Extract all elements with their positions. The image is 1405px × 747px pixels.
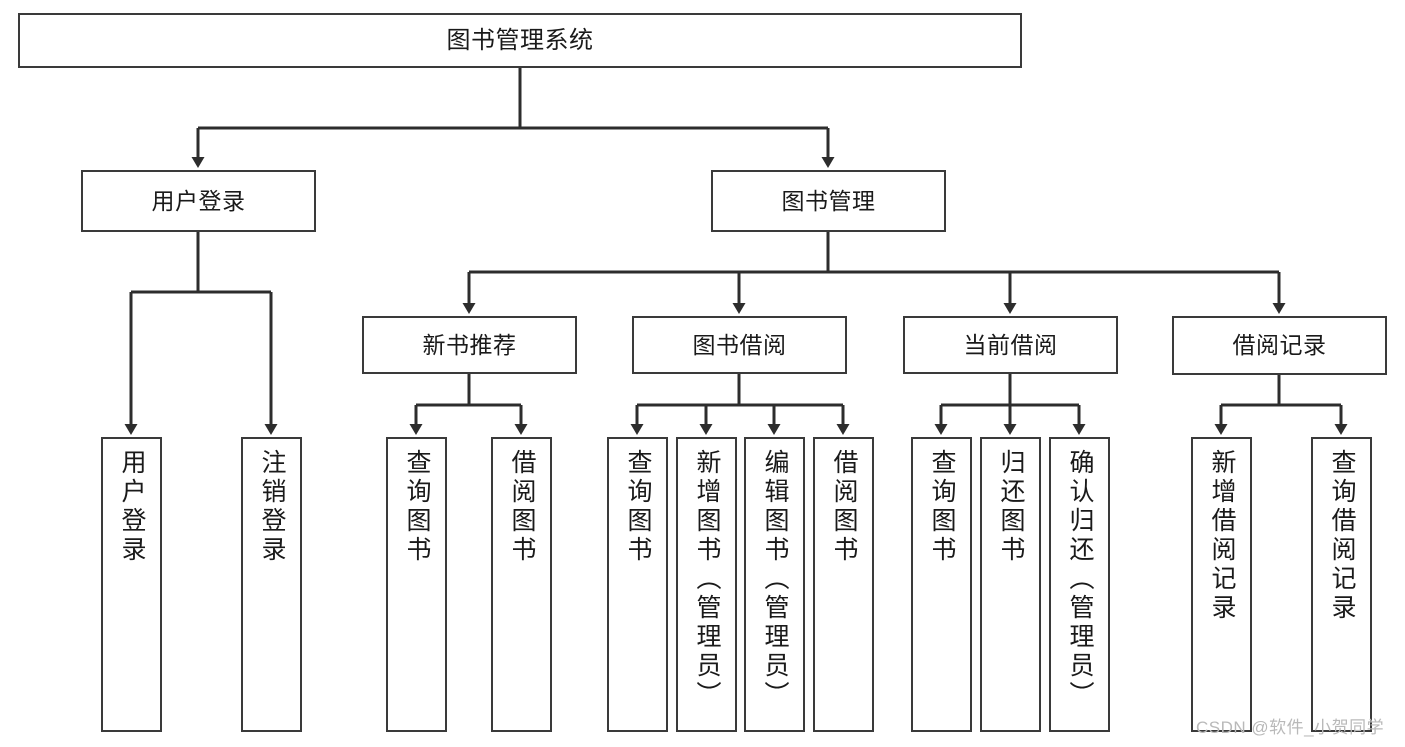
node-leaf-user-login-label: 用户登录 <box>118 449 146 565</box>
node-book-manage-label: 图书管理 <box>781 187 876 214</box>
node-book-manage[interactable]: 图书管理 <box>711 170 946 232</box>
node-leaf-confirm-return-label: 确认归还（管理员） <box>1066 449 1094 710</box>
node-leaf-add-record[interactable]: 新增借阅记录 <box>1191 437 1252 732</box>
node-leaf-add-book-label: 新增图书（管理员） <box>693 449 721 710</box>
node-current-borrow-label: 当前借阅 <box>963 331 1058 358</box>
node-leaf-query-record[interactable]: 查询借阅记录 <box>1311 437 1372 732</box>
node-leaf-confirm-return[interactable]: 确认归还（管理员） <box>1049 437 1110 732</box>
node-leaf-logout-label: 注销登录 <box>258 449 286 565</box>
node-leaf-borrow-book-b-label: 借阅图书 <box>830 449 858 565</box>
node-leaf-user-login[interactable]: 用户登录 <box>101 437 162 732</box>
node-new-book-rec-label: 新书推荐 <box>422 331 517 358</box>
node-borrow-record-label: 借阅记录 <box>1232 332 1327 359</box>
node-leaf-add-book[interactable]: 新增图书（管理员） <box>676 437 737 732</box>
node-user-login[interactable]: 用户登录 <box>81 170 316 232</box>
node-leaf-query-book-a[interactable]: 查询图书 <box>386 437 447 732</box>
node-root-label: 图书管理系统 <box>446 26 594 54</box>
node-user-login-label: 用户登录 <box>151 187 246 214</box>
node-leaf-query-book-c-label: 查询图书 <box>928 449 956 565</box>
node-leaf-borrow-book-a-label: 借阅图书 <box>508 449 536 565</box>
node-leaf-logout[interactable]: 注销登录 <box>241 437 302 732</box>
node-leaf-query-book-c[interactable]: 查询图书 <box>911 437 972 732</box>
node-book-borrow-label: 图书借阅 <box>692 331 787 358</box>
node-leaf-edit-book[interactable]: 编辑图书（管理员） <box>744 437 805 732</box>
node-leaf-add-record-label: 新增借阅记录 <box>1208 449 1236 623</box>
node-new-book-rec[interactable]: 新书推荐 <box>362 316 577 374</box>
node-borrow-record[interactable]: 借阅记录 <box>1172 316 1387 375</box>
node-leaf-query-record-label: 查询借阅记录 <box>1328 449 1356 623</box>
node-leaf-return-book[interactable]: 归还图书 <box>980 437 1041 732</box>
node-leaf-return-book-label: 归还图书 <box>997 449 1025 565</box>
node-book-borrow[interactable]: 图书借阅 <box>632 316 847 374</box>
node-leaf-edit-book-label: 编辑图书（管理员） <box>761 449 789 710</box>
node-leaf-query-book-a-label: 查询图书 <box>403 449 431 565</box>
node-leaf-borrow-book-b[interactable]: 借阅图书 <box>813 437 874 732</box>
node-current-borrow[interactable]: 当前借阅 <box>903 316 1118 374</box>
node-leaf-query-book-b[interactable]: 查询图书 <box>607 437 668 732</box>
node-leaf-borrow-book-a[interactable]: 借阅图书 <box>491 437 552 732</box>
node-root[interactable]: 图书管理系统 <box>18 13 1022 68</box>
node-leaf-query-book-b-label: 查询图书 <box>624 449 652 565</box>
